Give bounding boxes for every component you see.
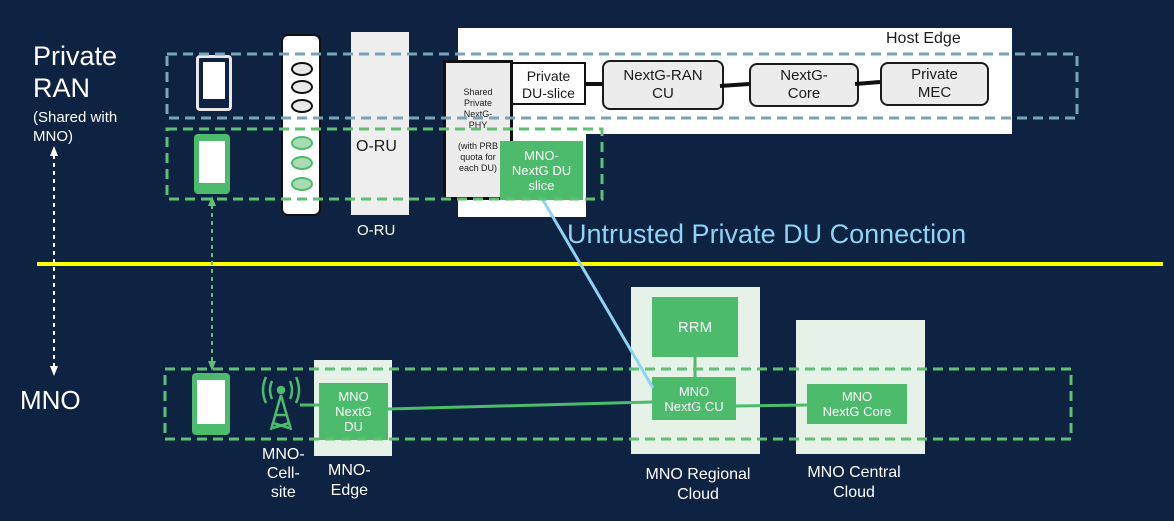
link-ran-cu-to-core — [719, 82, 750, 88]
mno-section-label: MNO — [20, 385, 81, 415]
host-edge-title: Host Edge — [886, 30, 961, 47]
mno-nextg-cu: MNO NextG CU — [652, 377, 736, 420]
mno-phone-icon-bottom — [192, 373, 230, 435]
cell-site-caption: MNO- Cell- site — [262, 446, 305, 501]
private-ran-dashed-region — [165, 52, 1079, 120]
cell-tower-icon — [261, 376, 301, 431]
antenna-element-3 — [291, 99, 313, 113]
private-mec: Private MEC — [880, 62, 989, 106]
mno-nextg-du-slice: MNO- NextG DU slice — [500, 141, 583, 200]
mno-dashed-region — [163, 367, 1073, 441]
rrm-node: RRM — [652, 297, 738, 357]
antenna-element-2 — [291, 80, 313, 94]
antenna-element-6 — [291, 177, 313, 191]
mno-phone-icon-top — [194, 134, 230, 194]
connection-label: Untrusted Private DU Connection — [567, 219, 967, 249]
untrusted-du-connection — [541, 199, 655, 389]
o-ru-caption: O-RU — [357, 222, 396, 239]
domain-divider — [37, 262, 1163, 266]
antenna-element-4 — [291, 136, 313, 150]
mno-nextg-du: MNO NextG DU — [319, 383, 388, 440]
o-ru-inner-label: O-RU — [356, 138, 397, 155]
private-phone-icon — [196, 55, 232, 111]
antenna-element-5 — [291, 156, 313, 170]
domain-arrow-white — [50, 146, 58, 376]
link-mno-cu-to-core — [735, 403, 808, 408]
regional-cloud-caption: MNO Regional Cloud — [645, 466, 751, 503]
private-du-slice: Private DU-slice — [511, 62, 586, 105]
link-core-to-mec — [854, 80, 881, 86]
private-ran-subtitle: (Shared with MNO) — [33, 109, 118, 145]
nextg-core: NextG- Core — [749, 63, 859, 107]
link-mno-du-to-cu — [387, 400, 653, 411]
antenna-element-1 — [291, 62, 313, 76]
private-ran-title: Private RAN — [33, 41, 118, 103]
shared-ran-dashed-region — [165, 127, 604, 201]
nextg-ran-cu: NextG-RAN CU — [602, 60, 724, 110]
central-cloud-caption: MNO Central Cloud — [807, 464, 901, 501]
mno-edge-caption: MNO- Edge — [328, 462, 371, 499]
mno-nextg-core: MNO NextG Core — [807, 384, 907, 424]
ue-arrow-green — [208, 196, 216, 371]
o-ru-box — [351, 32, 409, 215]
